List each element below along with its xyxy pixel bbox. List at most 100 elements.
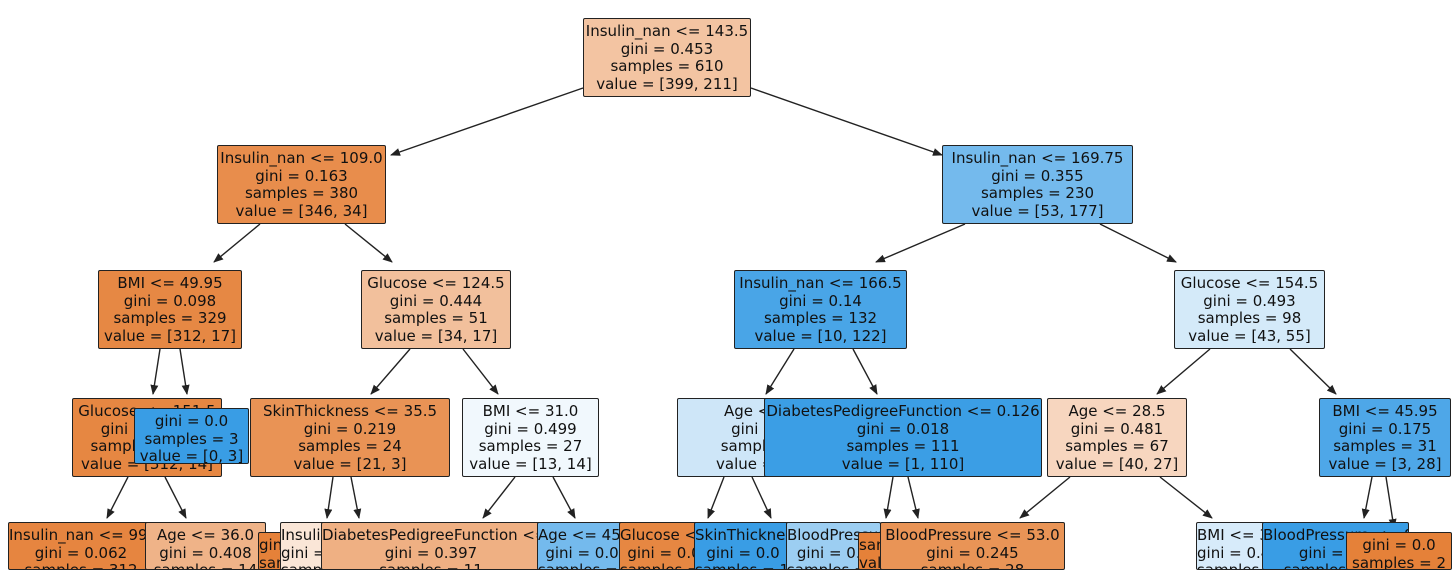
node-text-line: BMI <= 45.95: [1332, 402, 1438, 420]
node-text-line: BMI <= 31.0: [482, 402, 579, 420]
edge-n4-n10: [462, 348, 499, 395]
node-text-line: Insulin_nan <= 169.75: [951, 149, 1124, 167]
node-text-line: value = [1, 110]: [841, 454, 965, 473]
edge-n10-n19: [482, 476, 516, 519]
node-text-line: samples = 329: [113, 309, 227, 327]
edge-n11-n22: [751, 476, 772, 519]
edge-n7-n16: [164, 476, 187, 519]
edge-n5-n11: [765, 348, 795, 395]
node-text-line: samples = 6: [281, 561, 329, 570]
node-text-line: value = [312, 14]: [80, 454, 213, 473]
edge-n1-n3: [213, 223, 261, 263]
node-text-line: gini = 0.245: [926, 543, 1019, 562]
node-text-line: Age <= 36.0: [156, 526, 255, 544]
node-text-line: BMI <= 30.0: [1197, 526, 1271, 544]
node-text-line: gini = 0.355: [991, 166, 1084, 185]
node-text-line: samples = 230: [980, 184, 1095, 202]
node-text-line: value = [0, 3]: [139, 447, 244, 464]
node-text-line: gini = 0.45: [1197, 543, 1272, 562]
edge-n12-n25: [907, 476, 920, 519]
edge-n5-n12: [852, 348, 878, 395]
node-text-line: Glucose <= 154.5: [1180, 274, 1319, 292]
node-text-line: samples = 24: [298, 437, 402, 455]
edge-n10-n20: [552, 476, 576, 519]
node-text-line: gini = 0.0: [154, 412, 229, 430]
edge-n2-n5: [875, 223, 966, 263]
node-text-line: Insulin_nan <= 109.0: [220, 149, 383, 167]
node-text-line: value = [346, 34]: [235, 201, 368, 220]
edge-n13-n26: [1159, 476, 1213, 519]
node-text-line: value = [40, 27]: [1055, 454, 1179, 473]
node-text-line: samples = 111: [846, 437, 960, 455]
node-text-line: gini = 0.0: [545, 543, 619, 562]
node-text-line: gini = 0.062: [34, 543, 128, 562]
node-text-line: samples = 31: [1333, 437, 1437, 455]
node-text-line: samples = 27: [478, 437, 583, 455]
edge-n3-n7: [150, 348, 161, 395]
node-text-line: samples = 610: [610, 57, 724, 75]
node-text-line: gini = 0.397: [384, 543, 478, 562]
edge-n14-n27: [1361, 476, 1373, 519]
node-text-line: samples = 39: [1197, 561, 1271, 570]
node-text-line: gini = 0.0: [1362, 536, 1436, 554]
node-text-line: samples = 16: [538, 561, 626, 570]
node-text-line: gini = 0.481: [1070, 419, 1164, 438]
node-text-line: value = [43, 55]: [1188, 326, 1311, 345]
edge-n11-n21: [707, 476, 725, 519]
node-text-line: SkinThickness <= 35.5: [262, 402, 438, 420]
node-text-line: Insulin_nan <= 99.5: [9, 526, 154, 544]
node-text-line: samples = 2: [1352, 553, 1446, 570]
node-text-line: gini = 0.018: [856, 419, 950, 438]
node-text-line: samples = 380: [244, 184, 359, 202]
node-text-line: samples = 28: [920, 561, 1025, 570]
node-text-line: gini = 0.408: [159, 543, 252, 562]
node-text-line: samples = 51: [384, 309, 488, 327]
node-text-line: samples = 14: [153, 561, 258, 570]
node-text-line: value = [10, 122]: [754, 326, 887, 345]
node-text-line: gini = 0.453: [620, 39, 714, 58]
edge-n7-n15: [106, 476, 129, 519]
node-text-line: samples = 3: [144, 429, 239, 448]
node-text-line: samples = 11: [379, 561, 483, 570]
edge-n6-n13: [1156, 348, 1211, 395]
node-text-line: value = [21, 3]: [293, 454, 407, 473]
edge-n6-n14: [1289, 348, 1337, 395]
edge-n9-n18: [324, 476, 334, 519]
node-text-line: Insulin_nan <= 143.5: [585, 22, 749, 40]
node-text-line: value = [34, 17]: [374, 326, 498, 345]
node-text-line: samples = 132: [763, 309, 878, 327]
node-text-line: Insulin_nan <= 124.5: [281, 526, 329, 544]
node-text-line: gini = 0.219: [303, 419, 397, 438]
node-text-line: Glucose <= 124.5: [367, 274, 505, 292]
node-text-line: value = [3, 28]: [1328, 454, 1442, 473]
edge-n0-n1: [390, 87, 584, 156]
edge-n0-n2: [750, 87, 943, 156]
node-text-line: gini = 0.493: [1203, 291, 1296, 310]
edge-n3-n8: [179, 348, 190, 395]
edge-n14-n28: [1385, 476, 1397, 529]
node-text-line: gini = 0.444: [389, 291, 483, 310]
edge-n2-n6: [1099, 223, 1177, 263]
node-text-line: value = [53, 177]: [971, 201, 1104, 220]
edge-n12-n24: [883, 476, 894, 519]
